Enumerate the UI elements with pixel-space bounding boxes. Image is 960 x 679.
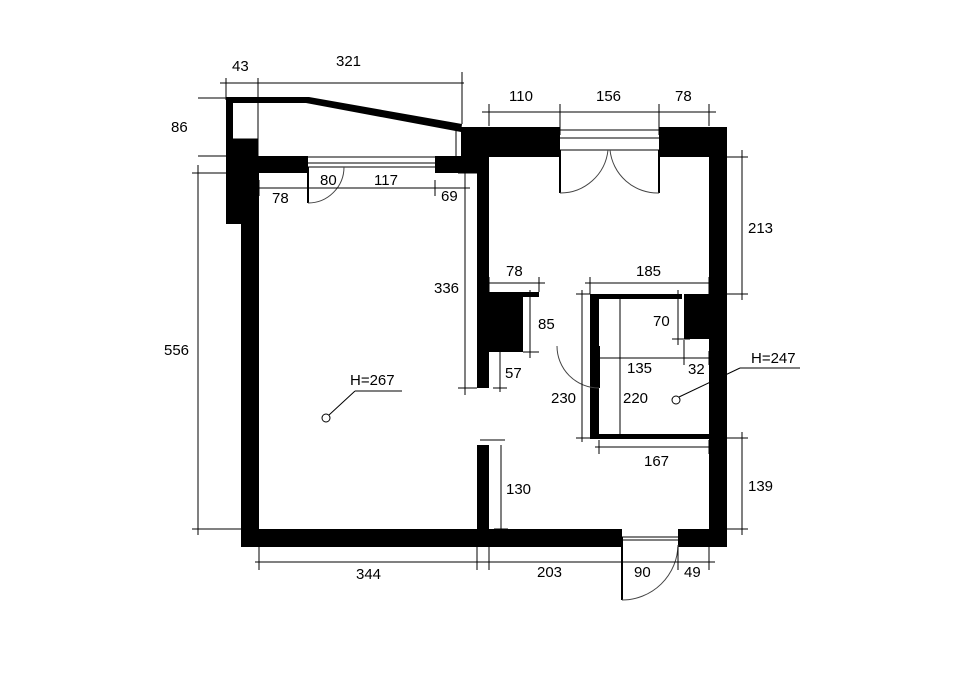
dim-label: 70 — [653, 313, 670, 330]
dim-label: 43 — [232, 58, 249, 75]
dim-label: 336 — [434, 280, 459, 297]
dim-label: 556 — [164, 342, 189, 359]
dim-label: 78 — [675, 88, 692, 105]
partition-upper — [477, 127, 489, 388]
wall-left — [241, 173, 259, 547]
wall-right — [709, 127, 727, 547]
walls — [226, 127, 727, 547]
dim-label: 130 — [506, 481, 531, 498]
dim-label: 78 — [506, 263, 523, 280]
dim-label: 69 — [441, 188, 458, 205]
wall-bottom-left — [241, 529, 622, 547]
partition-lower — [477, 445, 489, 535]
wall-top-left-2 — [241, 156, 308, 173]
dim-label: 85 — [538, 316, 555, 333]
niche-top — [489, 292, 539, 297]
windows — [308, 129, 659, 168]
dim-label: 230 — [551, 390, 576, 407]
wall-window-jamb — [435, 156, 487, 173]
dim-label: 167 — [644, 453, 669, 470]
height-markers: H=267 H=247 — [321, 350, 800, 423]
dim-label: 139 — [748, 478, 773, 495]
bath-wall-bottom — [590, 434, 711, 439]
dim-label: 185 — [636, 263, 661, 280]
balcony-wall — [226, 97, 462, 139]
dim-label: 321 — [336, 53, 361, 70]
dim-label: 135 — [627, 360, 652, 377]
dim-label: 213 — [748, 220, 773, 237]
dim-label: 32 — [688, 361, 705, 378]
dim-label: 110 — [509, 88, 533, 105]
height-marker-bath-icon — [671, 395, 681, 405]
height-label-main: H=267 — [350, 372, 395, 389]
dim-label: 86 — [171, 119, 188, 136]
dim-label: 90 — [634, 564, 651, 581]
dim-label: 117 — [374, 172, 398, 189]
dim-label: 203 — [537, 564, 562, 581]
dim-label: 80 — [320, 172, 337, 189]
dim-label: 78 — [272, 190, 289, 207]
bath-wall-top — [590, 294, 682, 299]
bath-wall-left — [590, 294, 599, 438]
bath-block — [684, 294, 711, 339]
niche-block — [489, 294, 523, 352]
dim-label: 57 — [505, 365, 522, 382]
dim-label: 49 — [684, 564, 701, 581]
dim-label: 344 — [356, 566, 381, 583]
balcony — [226, 97, 462, 156]
height-marker-main-icon — [321, 413, 331, 423]
dimension-lines: 43 321 86 110 156 78 78 80 117 69 213 33… — [164, 53, 773, 583]
height-label-bath: H=247 — [751, 350, 796, 367]
wall-top-right-block — [461, 127, 560, 157]
dim-label: 156 — [596, 88, 621, 105]
dim-label: 220 — [623, 390, 648, 407]
